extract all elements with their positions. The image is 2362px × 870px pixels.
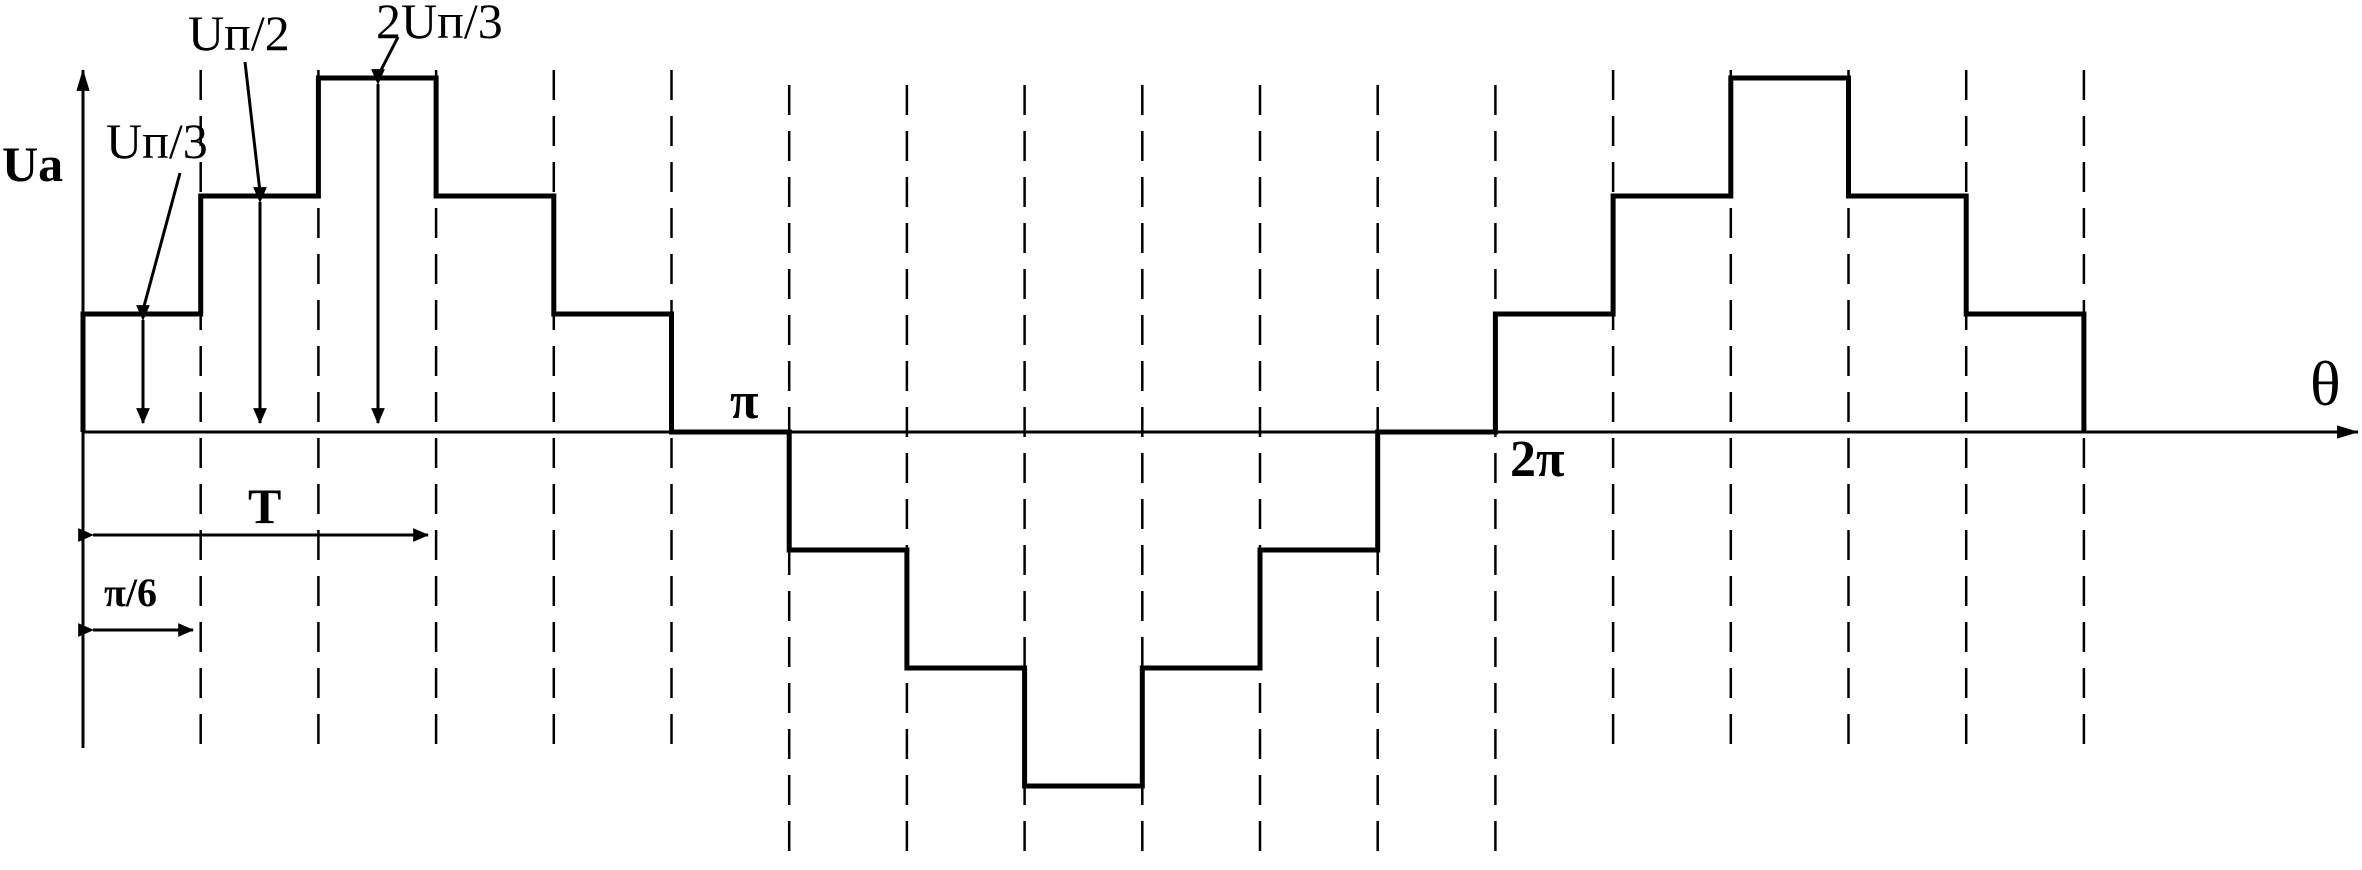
level-2-leader <box>243 61 262 193</box>
level-3-leader <box>376 36 400 77</box>
two-pi-label: 2π <box>1510 431 1565 488</box>
step-waveform <box>80 75 2087 789</box>
y-axis-label: Ua <box>2 136 63 192</box>
level-1-label: Uп/3 <box>106 113 208 169</box>
label-leader-lines <box>141 36 400 311</box>
level-1-leader <box>141 172 182 311</box>
level-dimension-arrows <box>136 69 385 425</box>
level-2-label: Uп/2 <box>188 5 290 61</box>
pi-label: π <box>730 373 759 430</box>
level-3-label: 2Uп/3 <box>376 0 503 49</box>
period-label: T <box>248 478 281 534</box>
x-axis-label: θ <box>2310 348 2341 419</box>
step-label: π/6 <box>104 570 157 615</box>
horizontal-dimensions <box>78 528 430 637</box>
